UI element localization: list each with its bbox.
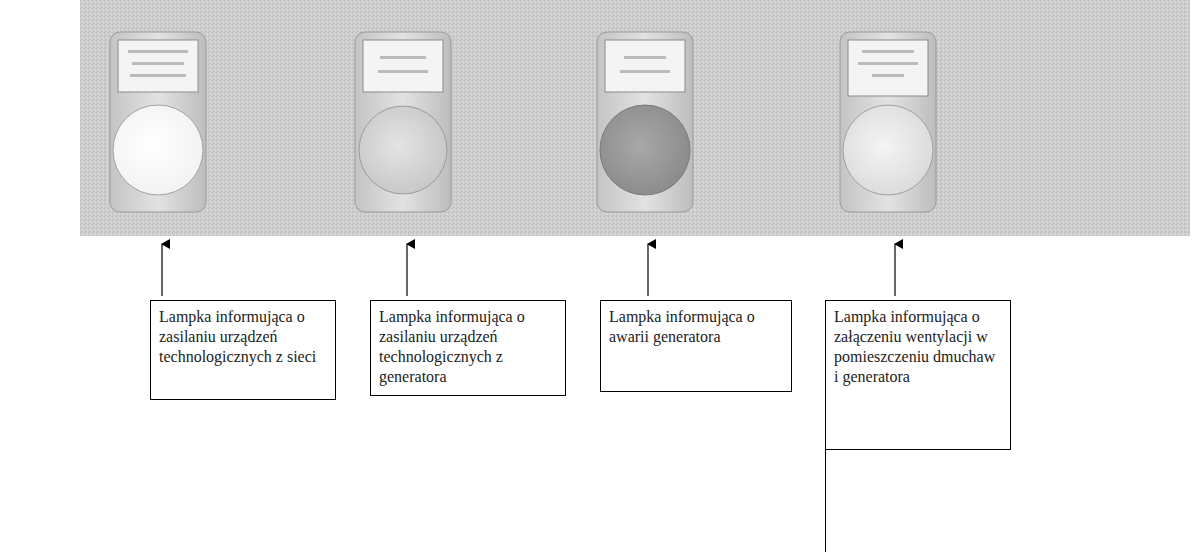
callout-text: Lampka informująca o załączeniu wentylac… — [834, 307, 1002, 387]
callout-text: Lampka informująca o zasilaniu urządzeń … — [159, 307, 327, 367]
indicator-lamp — [840, 32, 936, 212]
callout-box: Lampka informująca o załączeniu wentylac… — [825, 300, 1011, 450]
callout-text: Lampka informująca o zasilaniu urządzeń … — [379, 307, 557, 387]
indicator-lamp — [355, 32, 451, 212]
leader-arrow — [406, 244, 407, 296]
callout-box: Lampka informująca o awarii generatora — [600, 300, 792, 392]
indicator-lamp — [110, 32, 206, 212]
leader-arrow — [647, 244, 648, 296]
callout-text: Lampka informująca o awarii generatora — [609, 307, 783, 347]
leader-arrow — [894, 244, 895, 296]
leader-arrow — [161, 244, 162, 296]
panel-background — [80, 0, 1190, 236]
indicator-lamp — [597, 32, 693, 212]
callout-box: Lampka informująca o zasilaniu urządzeń … — [370, 300, 566, 396]
callout-box: Lampka informująca o zasilaniu urządzeń … — [150, 300, 336, 400]
